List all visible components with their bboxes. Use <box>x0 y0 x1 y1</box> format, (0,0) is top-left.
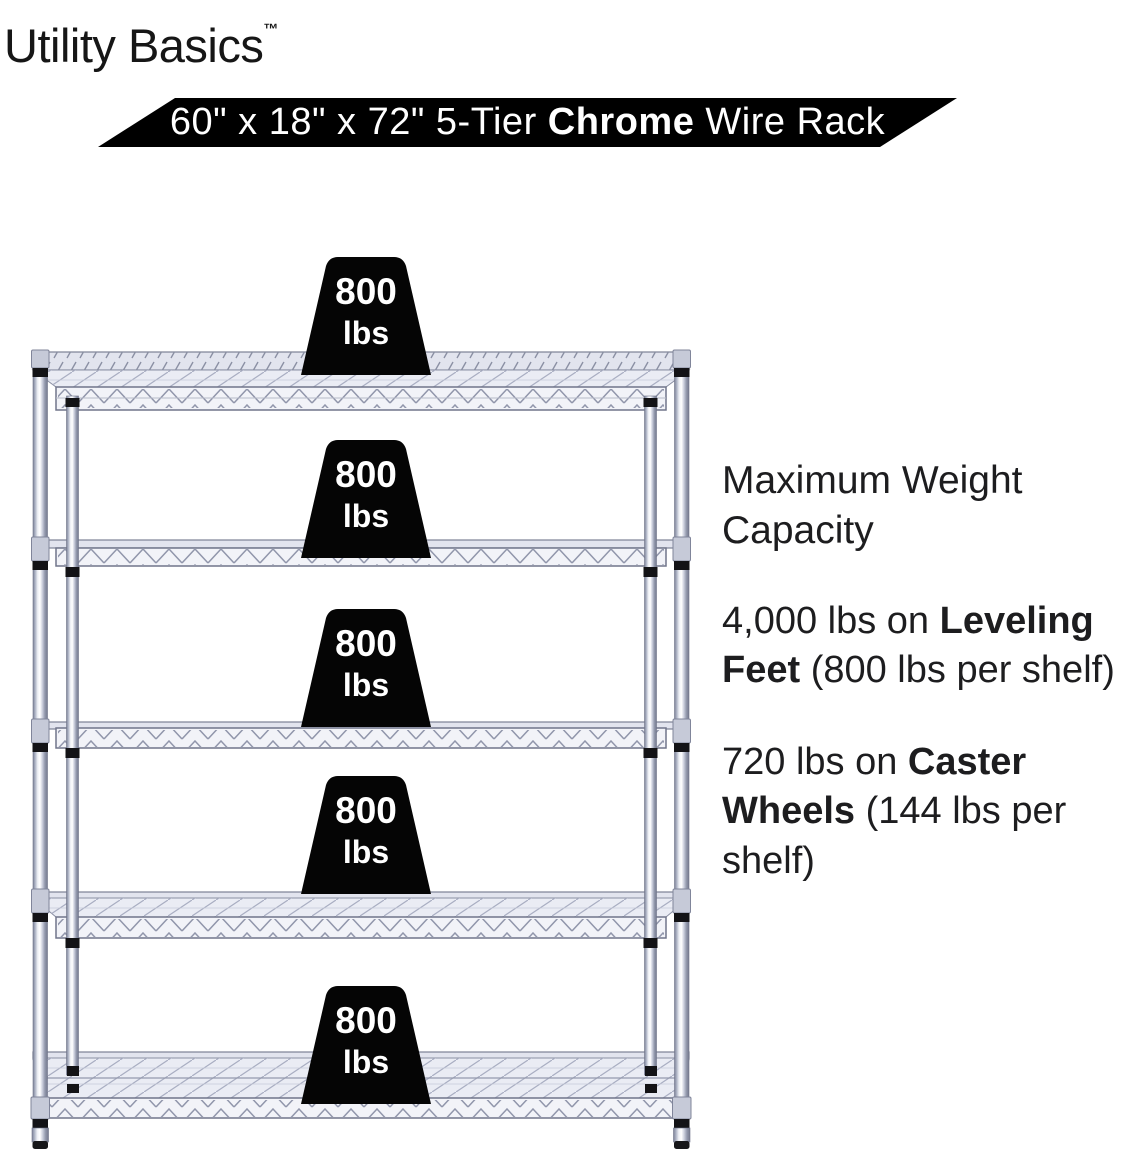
capacity-heading: Maximum Weight Capacity <box>722 459 1023 552</box>
weight-value: 800 <box>335 454 397 495</box>
capacity-leveling-feet: 4,000 lbs on Leveling Feet (800 lbs per … <box>722 600 1115 692</box>
weight-unit: lbs <box>342 834 390 870</box>
weight-value: 800 <box>335 271 397 312</box>
leveling-feet <box>30 1096 692 1149</box>
leveling-foot-left-sleeve <box>30 1096 50 1120</box>
shelf-4 <box>31 891 691 939</box>
front-left-post <box>66 395 79 1076</box>
wire-rack-illustration <box>30 349 692 1149</box>
weight-unit: lbs <box>342 498 390 534</box>
shelf-1 <box>31 351 691 411</box>
weight-unit: lbs <box>342 667 390 703</box>
weight-badge: 800 lbs <box>301 257 431 375</box>
leveling-foot-right <box>673 1127 691 1143</box>
weight-unit: lbs <box>342 315 390 351</box>
capacity-info: Maximum Weight Capacity 4,000 lbs on Lev… <box>722 456 1123 886</box>
weight-value: 800 <box>335 623 397 664</box>
trademark-symbol: ™ <box>263 21 279 38</box>
title-finish: Chrome <box>547 101 695 143</box>
title-banner: 60" x 18" x 72" 5-Tier Chrome Wire Rack <box>98 98 957 147</box>
weight-value: 800 <box>335 790 397 831</box>
weight-unit: lbs <box>342 1044 390 1080</box>
weight-value: 800 <box>335 1000 397 1041</box>
brand-logo: Utility Basics™ <box>4 0 278 76</box>
brand-name: Utility Basics <box>4 19 264 72</box>
title-product: Wire Rack <box>694 101 886 143</box>
leveling-foot-right-sleeve <box>672 1096 692 1120</box>
capacity-caster-wheels: 720 lbs on Caster Wheels (144 lbs per sh… <box>722 740 1067 882</box>
title-dimensions: 60" x 18" x 72" 5-Tier <box>169 101 548 143</box>
front-right-post <box>644 395 657 1076</box>
post-collars <box>31 349 691 1093</box>
leveling-foot-left <box>31 1127 49 1143</box>
